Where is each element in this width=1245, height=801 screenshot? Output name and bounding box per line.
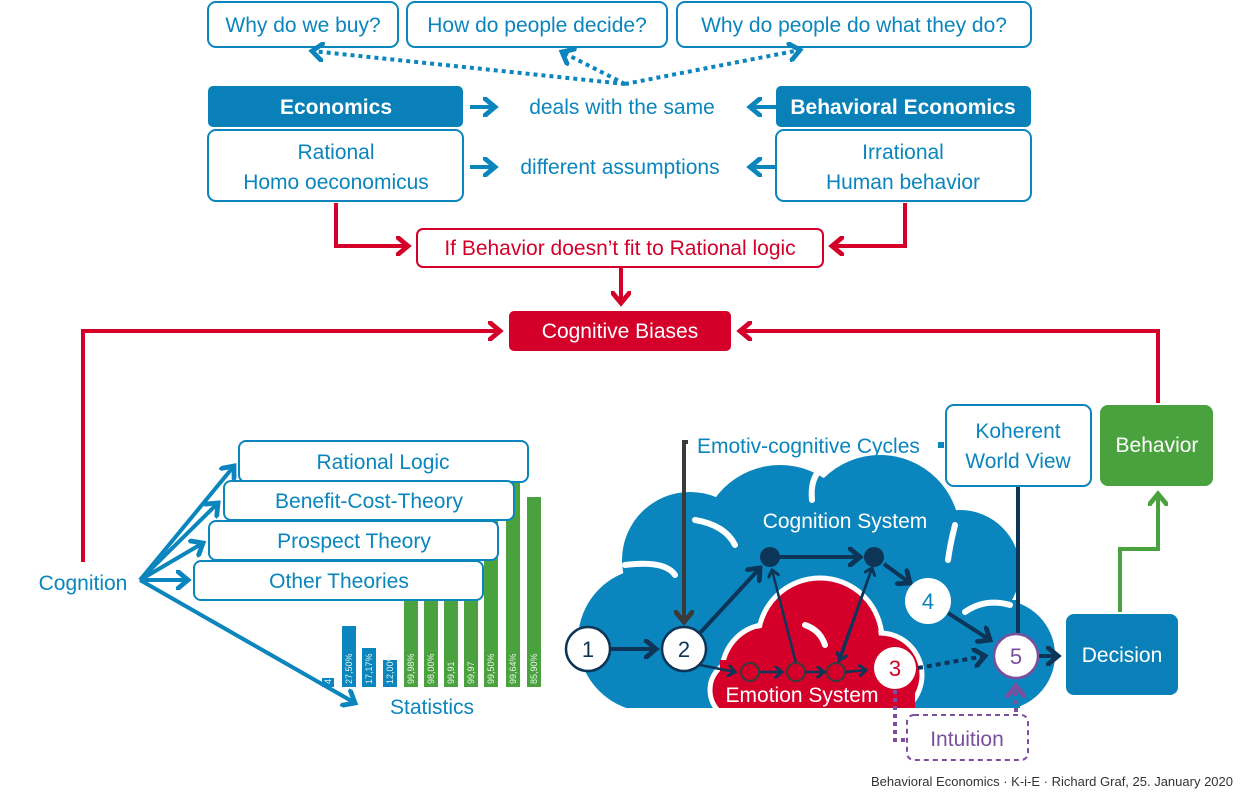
connector-dot [938, 442, 944, 448]
intuition-text: Intuition [930, 728, 1004, 751]
green-bar-label: 99,50% [486, 653, 496, 684]
behavior-text: Behavior [1116, 434, 1199, 457]
cognition-dots [760, 547, 884, 567]
blue-bar-label: 27,50% [344, 653, 354, 684]
node-label: 3 [889, 656, 901, 681]
cloud-highlights [622, 467, 1013, 615]
cycles-arrow [684, 440, 688, 622]
cognitive-biases-text: Cognitive Biases [542, 320, 698, 343]
dotted-arrow-3-to-5 [917, 656, 985, 670]
theory-text: Prospect Theory [277, 530, 431, 553]
green-bar-label: 99,91 [446, 661, 456, 684]
condition-box: If Behavior doesn’t fit to Rational logi… [416, 228, 824, 268]
behavioral-line1: Irrational [862, 141, 944, 164]
cognition-label: Cognition [39, 572, 128, 595]
question-text: How do people decide? [427, 14, 647, 37]
green-bar-label: 99,97 [466, 661, 476, 684]
theory-text: Rational Logic [316, 451, 449, 474]
theory-text: Benefit-Cost-Theory [275, 490, 463, 513]
economics-line1: Rational [297, 141, 374, 164]
node-label: 2 [678, 637, 690, 662]
economics-header: Economics [208, 86, 463, 127]
cycles-label: Emotiv-cognitive Cycles [697, 435, 920, 458]
node-label: 1 [582, 637, 594, 662]
blue-bar-3 [383, 660, 397, 687]
behavioral-title: Behavioral Economics [790, 96, 1015, 119]
dotted-links-to-questions [312, 50, 800, 86]
theory-box-rational-logic: Rational Logic [238, 440, 529, 483]
decision-text: Decision [1082, 644, 1163, 667]
green-bar-1 [424, 590, 438, 687]
question-text: Why do people do what they do? [701, 14, 1007, 37]
blue-bar-label: 12,00% [385, 653, 395, 684]
footer-credit: Behavioral Economics · K-i-E · Richard G… [871, 774, 1233, 789]
behavioral-line2: Human behavior [826, 171, 980, 194]
behavior-box: Behavior [1100, 405, 1213, 486]
green-bar-3 [464, 590, 478, 687]
blue-bar-1 [342, 626, 356, 687]
green-bar-0 [404, 590, 418, 687]
theory-box-prospect: Prospect Theory [208, 520, 499, 561]
blue-bar-label: 4, [323, 676, 333, 684]
emotion-system-label: Emotion System [726, 684, 879, 707]
economics-line2: Homo oeconomicus [243, 171, 429, 194]
different-label: different assumptions [520, 156, 719, 179]
question-box-why-do: Why do people do what they do? [676, 1, 1032, 48]
world-view-line1: Koherent [975, 420, 1060, 443]
green-bar-label: 99,98% [406, 653, 416, 684]
theory-box-other: Other Theories [193, 560, 484, 601]
emotion-dots [740, 662, 846, 682]
node-5: 5 [992, 632, 1040, 680]
node-3: 3 [874, 647, 916, 689]
behavioral-header: Behavioral Economics [776, 86, 1031, 127]
emotion-highlight [802, 622, 828, 648]
question-box-why-buy: Why do we buy? [207, 1, 399, 48]
blue-bar-label: 17,17% [364, 653, 374, 684]
green-bar-6 [527, 497, 541, 687]
behavioral-assumption-box: Irrational Human behavior [775, 129, 1032, 202]
blue-bar-0 [322, 678, 334, 687]
blue-bar-2 [362, 648, 376, 687]
economics-assumption-box: Rational Homo oeconomicus [207, 129, 464, 202]
deals-label: deals with the same [529, 96, 715, 119]
green-bar-label: 99,64% [508, 653, 518, 684]
world-view-box: Koherent World View [945, 404, 1092, 487]
emotion-arrows [699, 568, 872, 672]
decision-to-behavior-arrow [1118, 494, 1158, 612]
question-text: Why do we buy? [225, 14, 380, 37]
node-label: 5 [1010, 644, 1022, 669]
green-bar-label: 98,00% [426, 653, 436, 684]
cognition-arrows [138, 466, 355, 703]
economics-title: Economics [280, 96, 392, 119]
node-2: 2 [660, 625, 708, 673]
green-bar-5 [506, 470, 520, 687]
cognitive-biases-box: Cognitive Biases [509, 311, 731, 351]
question-box-how-decide: How do people decide? [406, 1, 668, 48]
intuition-box: Intuition [906, 714, 1029, 761]
cycle-arrows [610, 487, 1058, 656]
theory-box-benefit-cost: Benefit-Cost-Theory [223, 480, 515, 521]
node-1: 1 [564, 625, 612, 673]
red-connectors [81, 203, 1160, 562]
world-view-line2: World View [965, 450, 1071, 473]
blue-arrows [470, 107, 776, 167]
cognition-system-label: Cognition System [763, 510, 928, 533]
node-label: 4 [922, 589, 934, 614]
statistics-label: Statistics [390, 696, 474, 719]
condition-text: If Behavior doesn’t fit to Rational logi… [444, 237, 795, 260]
decision-box: Decision [1066, 614, 1178, 695]
theory-text: Other Theories [269, 570, 409, 593]
green-bar-2 [444, 590, 458, 687]
node-4: 4 [905, 578, 951, 624]
green-bar-label: 85,90% [529, 653, 539, 684]
